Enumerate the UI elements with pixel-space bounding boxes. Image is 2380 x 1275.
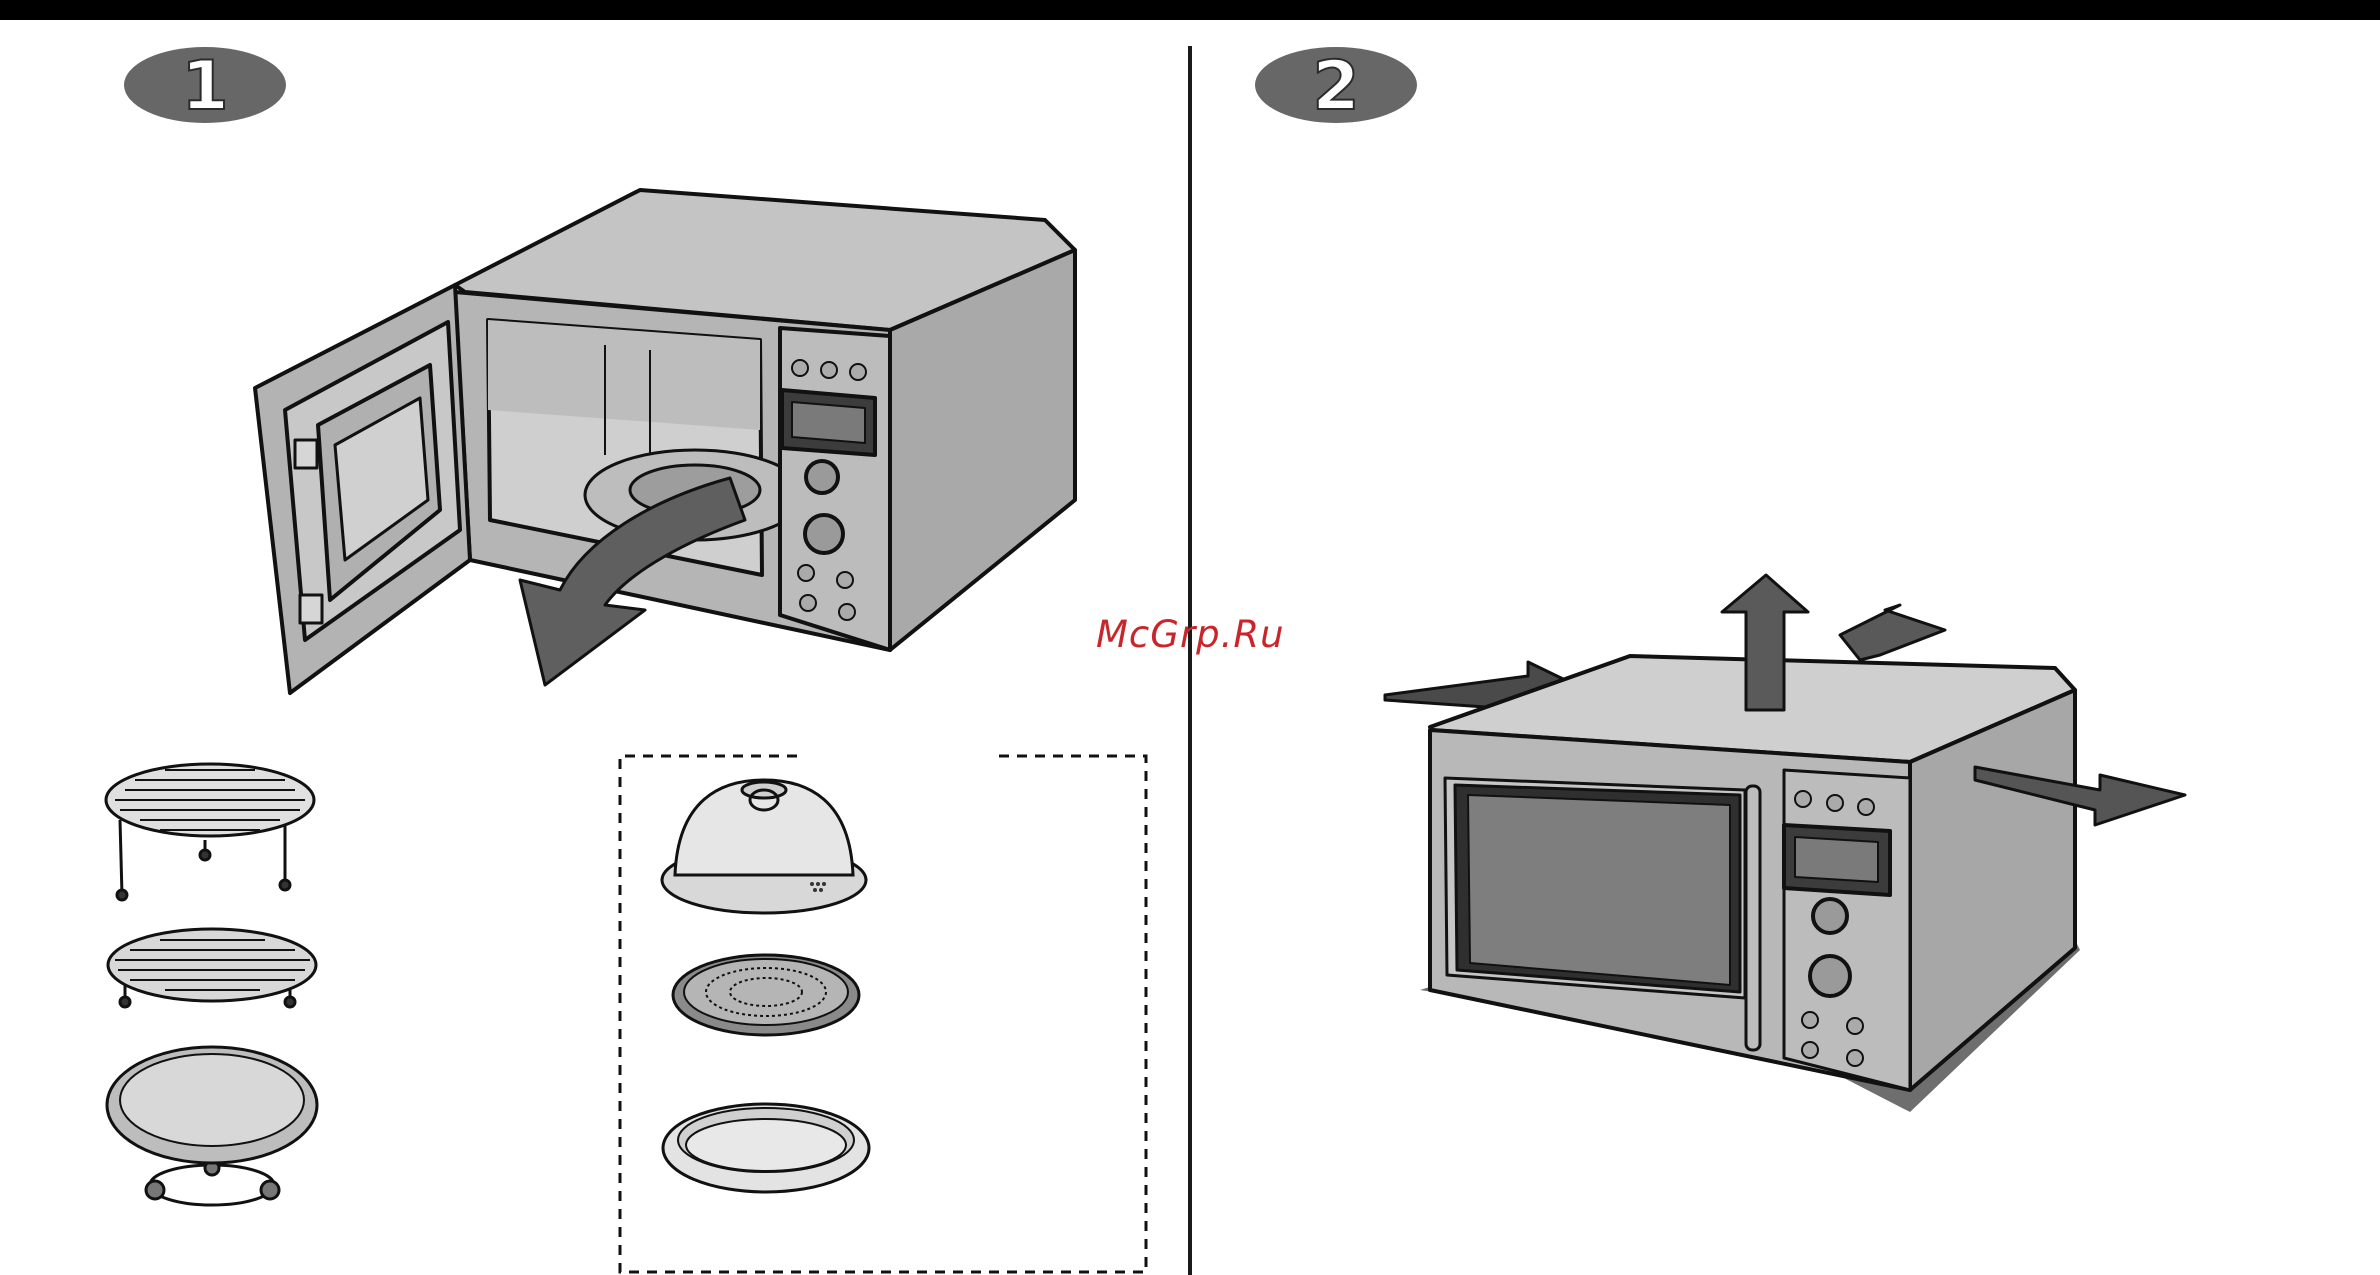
turntable-with-roller-ring-icon: [107, 1047, 317, 1205]
microwave-open-door-icon: [255, 190, 1075, 693]
watermark-text: McGrp.Ru: [1096, 613, 1285, 656]
baking-dish-icon: [663, 1104, 869, 1192]
dome-cover-icon: [662, 780, 866, 913]
microwave-ventilation-clearance-icon: [1385, 575, 2185, 1112]
high-rack-icon: [106, 764, 314, 900]
crisp-plate-icon: [673, 955, 859, 1035]
low-rack-icon: [108, 929, 316, 1007]
